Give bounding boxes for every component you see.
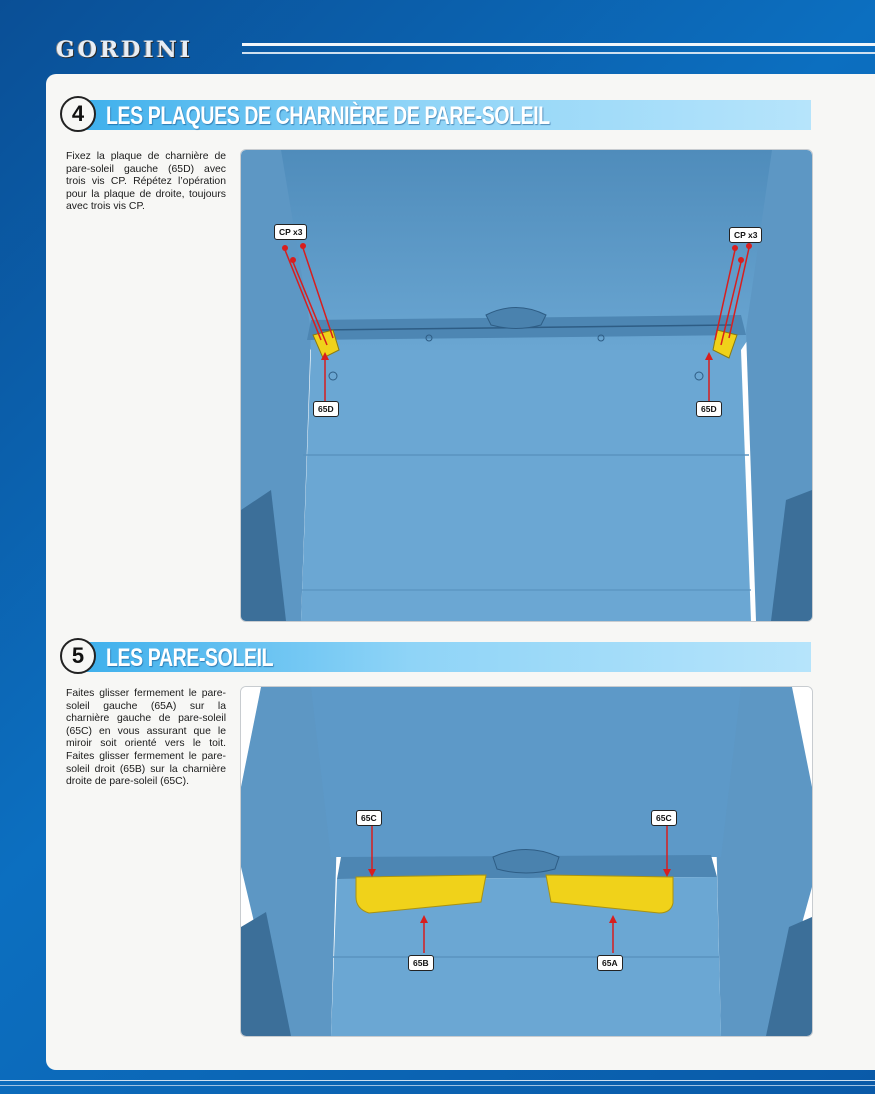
- brand-logo: GORDINI: [56, 37, 194, 63]
- callout-hinge-right: 65C: [651, 810, 677, 826]
- callout-visor-left: 65B: [408, 955, 434, 971]
- section-5-header: 5 LES PARE-SOLEIL: [60, 638, 811, 674]
- section-4-header: 4 LES PLAQUES DE CHARNIÈRE DE PARE-SOLEI…: [60, 96, 811, 132]
- section-5-description: Faites glisser fermement le pare-soleil …: [66, 688, 226, 788]
- callout-part-left: 65D: [313, 401, 339, 417]
- callout-visor-right: 65A: [597, 955, 623, 971]
- callout-screws-left: CP x3: [274, 224, 308, 240]
- callout-part-right: 65D: [696, 401, 722, 417]
- section-title: LES PARE-SOLEIL: [106, 644, 274, 672]
- footer-rules: [0, 1078, 875, 1094]
- car-roof-illustration-1: [241, 150, 812, 621]
- header: GORDINI: [0, 0, 875, 72]
- header-rule: [242, 43, 875, 46]
- figure-sun-visors: 65C 65C 65B 65A: [240, 686, 813, 1037]
- car-roof-illustration-2: [241, 687, 812, 1036]
- header-rule-thin: [242, 52, 875, 54]
- callout-hinge-left: 65C: [356, 810, 382, 826]
- callout-screws-right: CP x3: [729, 227, 763, 243]
- step-number: 5: [60, 638, 96, 674]
- section-bar-bg: [86, 100, 811, 130]
- section-bar-bg: [86, 642, 811, 672]
- section-title: LES PLAQUES DE CHARNIÈRE DE PARE-SOLEIL: [106, 102, 550, 130]
- section-4-description: Fixez la plaque de charnière de pare-sol…: [66, 151, 226, 213]
- figure-hinge-plates: CP x3 CP x3 65D 65D: [240, 149, 813, 622]
- step-number: 4: [60, 96, 96, 132]
